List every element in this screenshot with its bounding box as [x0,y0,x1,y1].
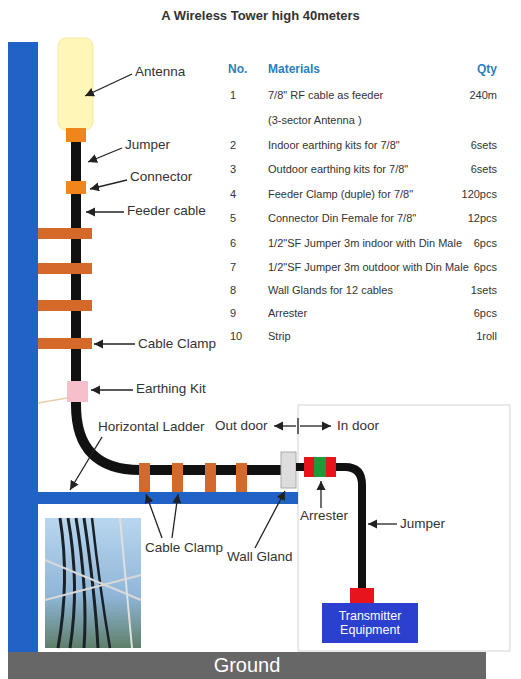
table-cell: 9 [230,307,236,319]
table-cell: 6sets [471,163,497,175]
arrester-body [304,457,314,477]
table-cell: 2 [230,139,236,151]
table-cell: 1/2"SF Jumper 3m indoor with Din Male [268,237,462,249]
callout-label: Jumper [125,138,170,153]
table-header: Materials [268,63,320,76]
table-cell: 12pcs [468,212,497,224]
table-cell: Indoor earthing kits for 7/8" [268,139,400,151]
node-label: Ground [214,654,281,677]
table-cell: Feeder Clamp (duple) for 7/8" [268,188,413,200]
table-cell: 3 [230,163,236,175]
table-cell: 4 [230,188,236,200]
horizontal-ladder [38,492,298,504]
table-cell: 7/8" RF cable as feeder [268,89,383,101]
indoor-area [298,405,510,651]
table-header: Qty [477,63,497,76]
table-cell: 6 [230,237,236,249]
arrester-body [314,457,326,477]
jumper-connector [66,128,86,142]
equipment-connector [350,588,374,604]
node-label: Transmitter Equipment [322,609,418,638]
callout-label: Out door [215,419,268,434]
ground-band: Ground [8,652,486,679]
table-cell: 240m [469,89,497,101]
callout-label: Antenna [135,65,185,80]
cable-clamps [38,228,247,492]
callout-label: Jumper [400,517,445,532]
photo-inset [45,518,141,648]
equipment-box: Transmitter Equipment [322,603,418,643]
table-cell: 1 [230,89,236,101]
table-cell: 6pcs [474,307,497,319]
callout-label: Cable Clamp [138,337,216,352]
callout-label: In door [337,419,379,434]
indoor-jumper [296,467,362,590]
callout-label: Connector [130,170,192,185]
arrester-body [326,457,336,477]
table-cell: Arrester [268,307,307,319]
tower-mast [8,42,38,654]
table-cell: (3-sector Antenna ) [268,114,362,126]
table-cell: Strip [268,330,291,342]
table-cell: Outdoor earthing kits for 7/8" [268,163,408,175]
table-cell: 10 [230,330,242,342]
earth-wire [38,398,67,403]
table-cell: 6pcs [474,237,497,249]
callout-label: Wall Gland [227,550,293,565]
diagram-title: A Wireless Tower high 40meters [0,9,521,23]
wall-gland [281,452,296,488]
callout-label: Feeder cable [127,204,206,219]
table-cell: 1/2"SF Jumper 3m outdoor with Din Male [268,261,469,273]
earthing-kit [67,381,88,402]
table-cell: 1roll [476,330,497,342]
table-cell: 6sets [471,139,497,151]
feeder-cable [76,130,283,470]
din-connector [66,181,86,194]
callout-label: Arrester [300,509,348,524]
callout-label: Cable Clamp [145,541,223,556]
antenna-panel [58,38,93,130]
table-cell: 1sets [471,284,497,296]
table-cell: 7 [230,261,236,273]
table-cell: 6pcs [474,261,497,273]
table-header: No. [228,63,247,76]
table-cell: Wall Glands for 12 cables [268,284,393,296]
callout-label: Earthing Kit [136,382,206,397]
table-cell: 5 [230,212,236,224]
table-cell: 120pcs [462,188,497,200]
photo-cables [45,518,141,648]
callout-label: Horizontal Ladder [98,420,205,435]
table-cell: 8 [230,284,236,296]
table-cell: Connector Din Female for 7/8" [268,212,416,224]
